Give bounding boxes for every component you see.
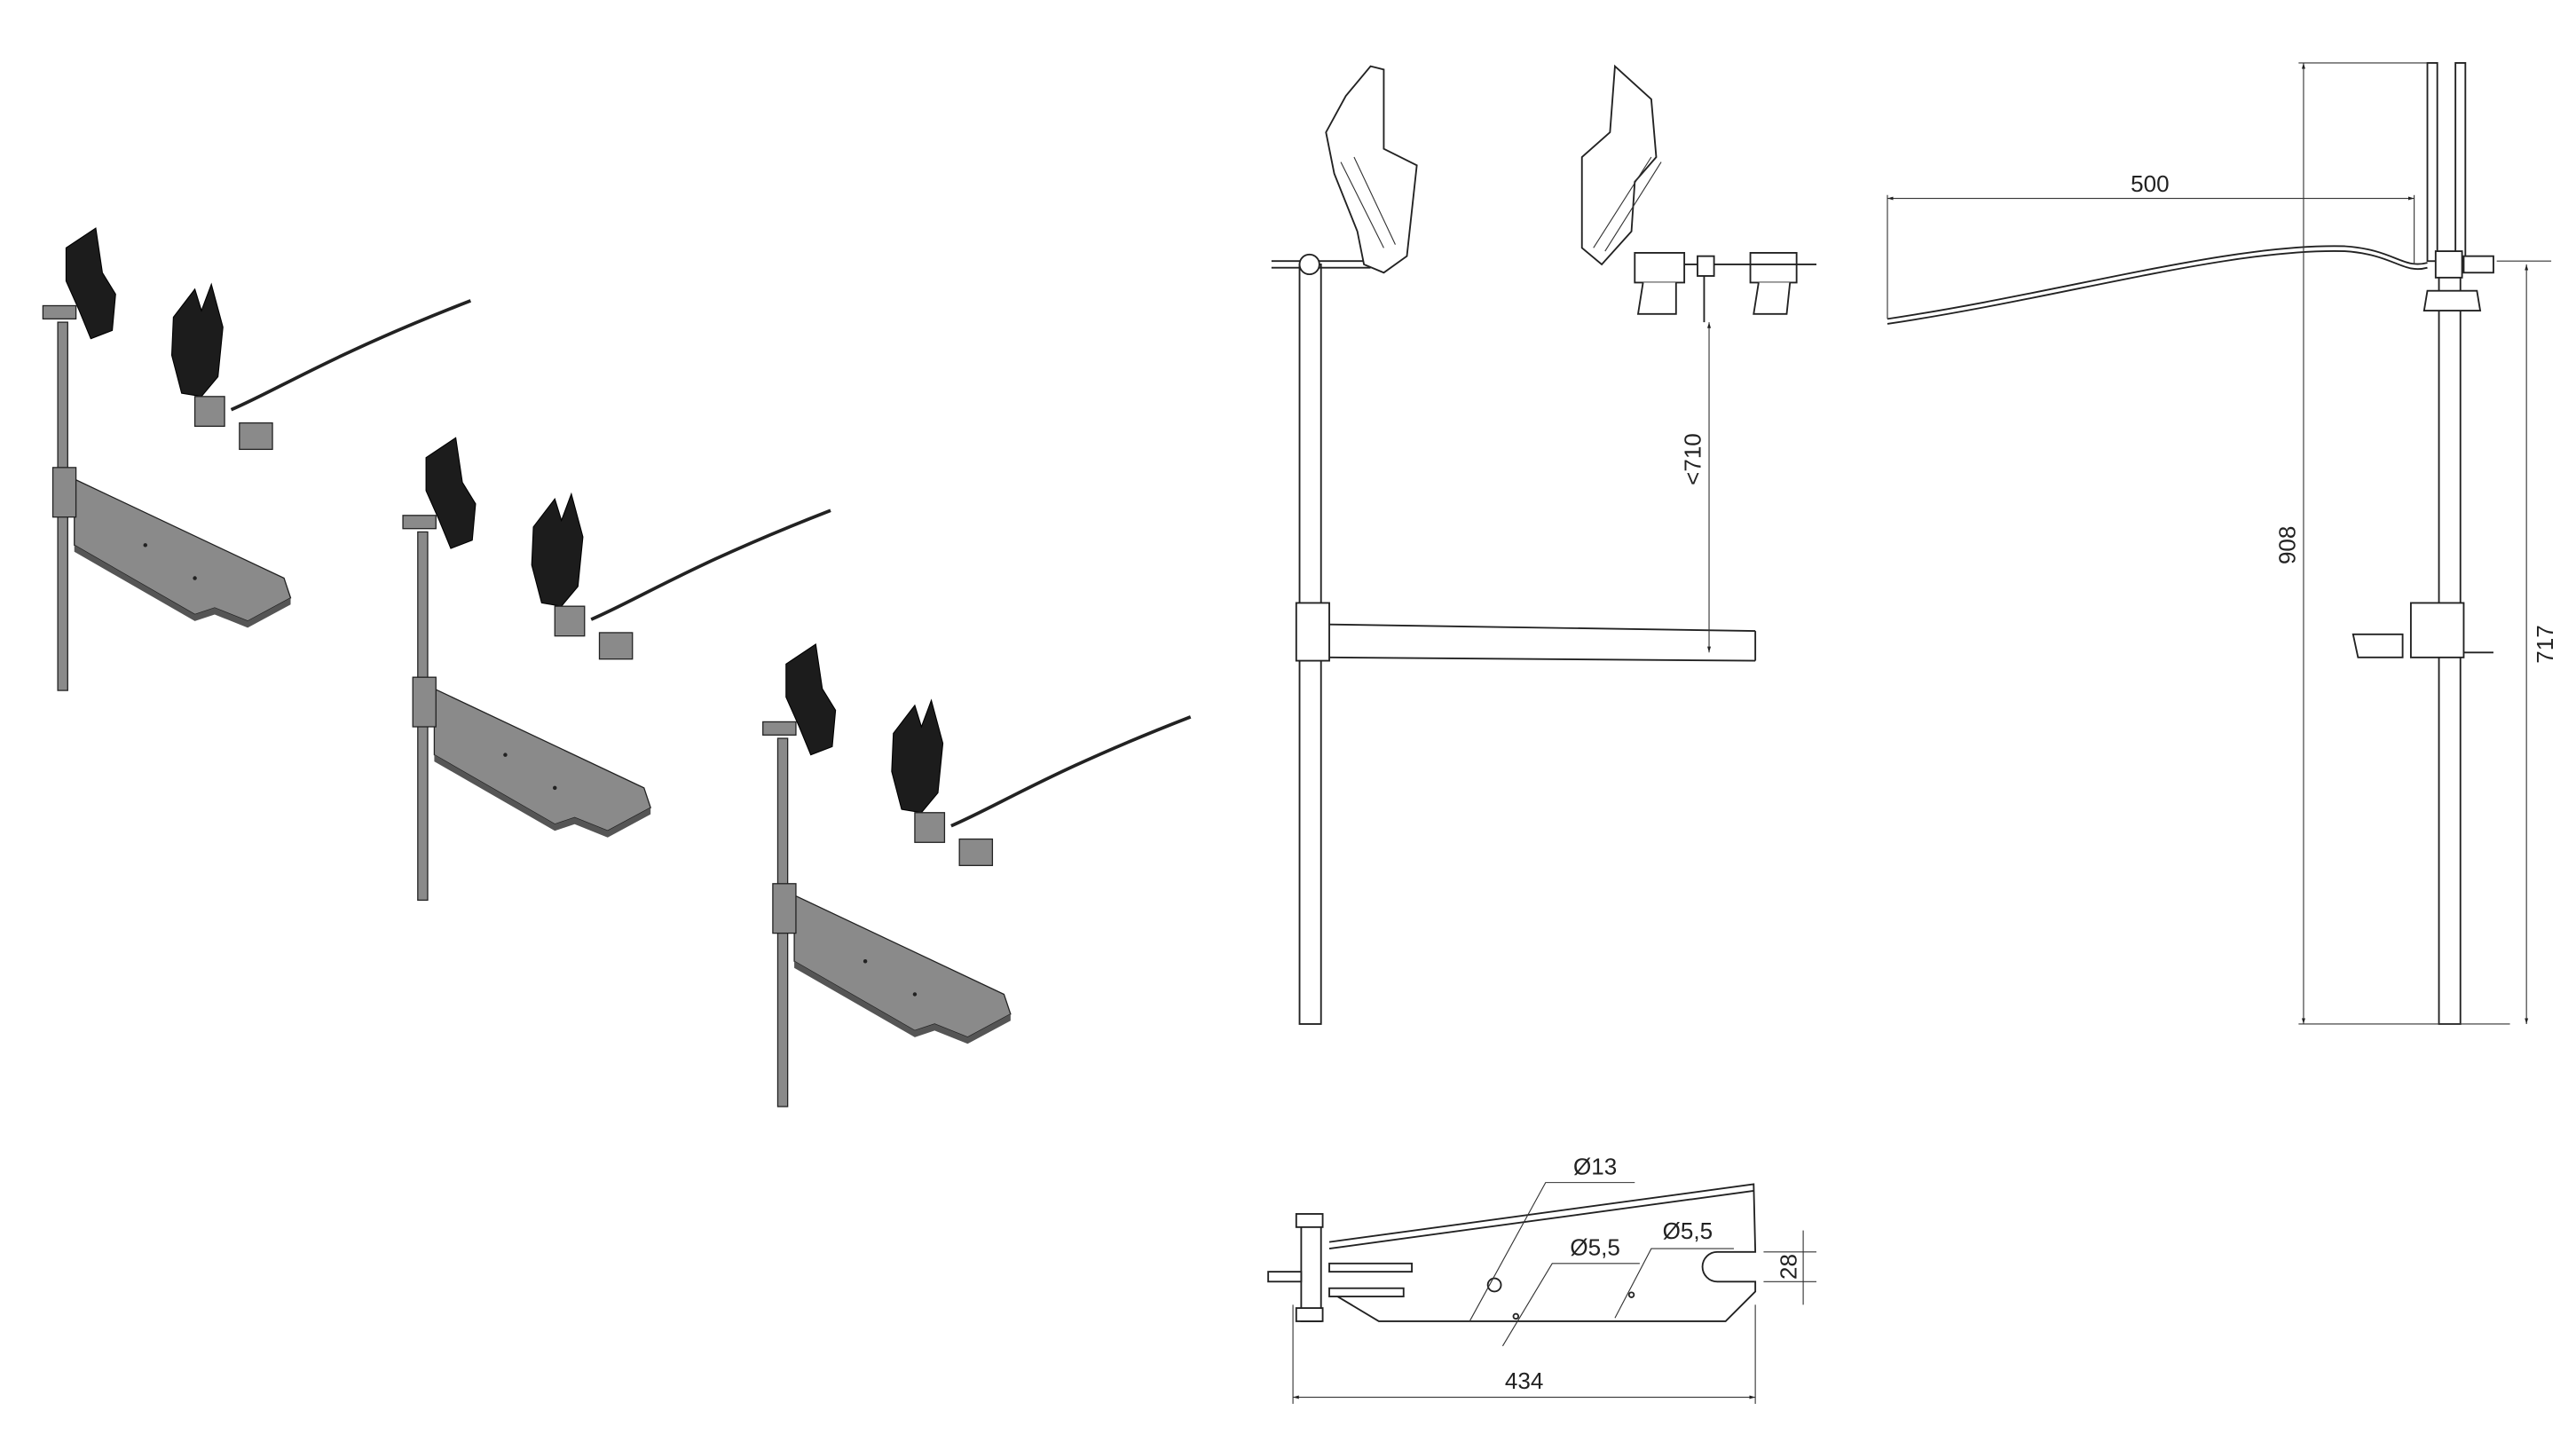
- bottom-view: Ø13 Ø5,5 Ø5,5 28 434: [1267, 1153, 1816, 1404]
- dim-arm-length-500: 500: [2131, 170, 2169, 197]
- dim-hole-5-5-a: Ø5,5: [1570, 1234, 1619, 1261]
- isometric-assembly-2: [401, 436, 832, 902]
- dim-clamp-height-717: 717: [2532, 625, 2558, 663]
- dim-height-710: <710: [1680, 433, 1706, 485]
- dim-hole-13: Ø13: [1573, 1153, 1617, 1179]
- side-view: 500 908 717: [1887, 62, 2558, 1025]
- dim-hole-5-5-b: Ø5,5: [1663, 1217, 1713, 1244]
- isometric-assembly-3: [760, 642, 1193, 1108]
- isometric-assembly-1: [41, 226, 473, 692]
- dim-total-height-908: 908: [2274, 526, 2301, 564]
- dim-plate-length-434: 434: [1505, 1367, 1543, 1394]
- front-view: <710: [1271, 64, 1816, 1025]
- dim-slot-28: 28: [1776, 1254, 1802, 1280]
